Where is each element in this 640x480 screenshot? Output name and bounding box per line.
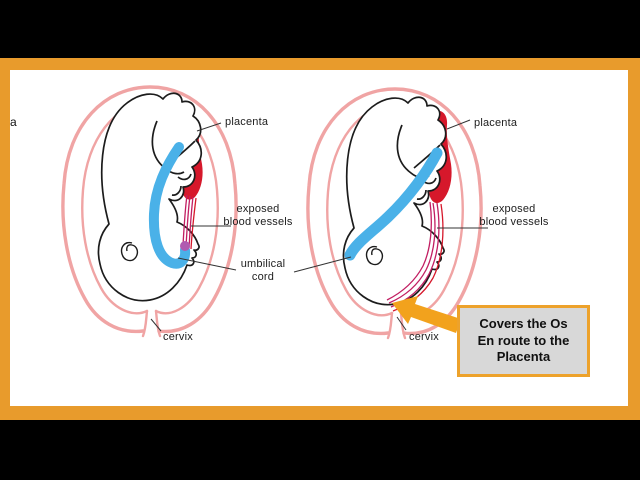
callout-line1: Covers the Os (479, 316, 568, 332)
leader-cervix-right (396, 316, 407, 331)
label-cervix-left: cervix (163, 331, 193, 343)
umbilical-cord-shape (344, 147, 443, 261)
label-placenta-left: placenta (225, 116, 269, 128)
cord-tip (180, 241, 190, 251)
stray-letter: a (10, 115, 17, 129)
label-cervix-right: cervix (409, 331, 439, 343)
label-exposed-line1: exposed (492, 203, 536, 215)
leader-umbilical-left (177, 257, 237, 271)
callout-box: Covers the Os En route to the Placenta (457, 305, 590, 377)
leader-placenta-right (446, 119, 471, 130)
label-umbilical-cord: umbilical cord (241, 258, 286, 283)
callout-line2: En route to the (477, 332, 570, 348)
leader-lines (150, 119, 488, 332)
label-exposed-line1: exposed (236, 203, 280, 215)
diagram-right (306, 87, 483, 340)
label-exposed-line2: blood vessels (223, 215, 293, 228)
fetus-figure (342, 96, 448, 306)
label-exposed-vessels-left: exposed blood vessels (223, 203, 292, 228)
blood-vessels-lines (386, 201, 444, 312)
leader-placenta-left (196, 122, 222, 132)
callout-line3: Placenta (496, 349, 551, 365)
diagram-left (61, 85, 238, 338)
leader-cervix-left (150, 318, 162, 332)
leader-umbilical-right (293, 256, 352, 273)
label-exposed-line2: blood vessels (479, 215, 549, 228)
label-umbilical-line2: cord (251, 270, 275, 283)
umbilical-cord-shape (148, 142, 191, 269)
label-exposed-vessels-right: exposed blood vessels (479, 203, 548, 228)
callout-arrow (392, 296, 461, 333)
label-placenta-right: placenta (474, 117, 518, 129)
label-umbilical-line1: umbilical (240, 258, 286, 270)
